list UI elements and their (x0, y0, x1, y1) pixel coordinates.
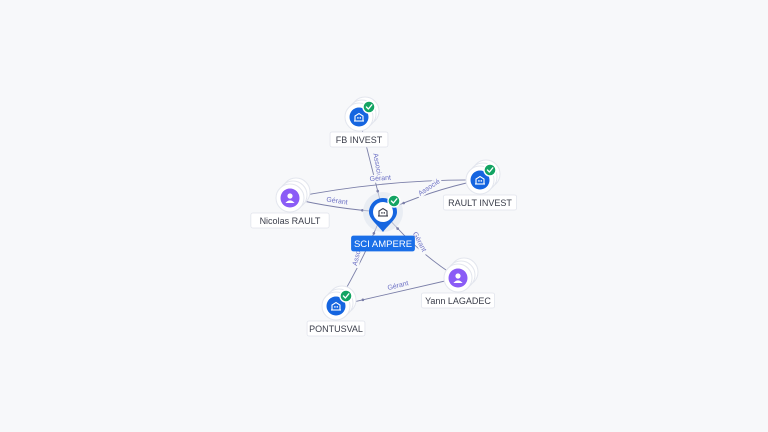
node-label-bg (351, 235, 415, 252)
edge-label-text: Gérant (326, 197, 348, 207)
node-label: Yann LAGADEC (420, 292, 495, 309)
node-label-bg (329, 131, 389, 148)
center-node-sci-ampere[interactable]: SCI AMPERE (351, 192, 415, 252)
node-pontusval[interactable]: PONTUSVAL (306, 285, 366, 337)
edge-label-text: Gérant (369, 175, 391, 183)
node-label-text: RAULT INVEST (448, 198, 512, 208)
node-label-bg (250, 212, 330, 229)
edge-arrow-marker (376, 189, 380, 193)
building-icon (378, 207, 388, 217)
node-nicolas-rault[interactable]: Nicolas RAULT (250, 177, 330, 229)
nodes-layer: FB INVEST RAULT INVEST Nicolas RAULT Yann L… (250, 96, 517, 337)
node-label-bg (442, 194, 517, 211)
verified-check-icon (339, 289, 353, 303)
node-label-bg (420, 292, 495, 309)
node-disc (470, 170, 490, 190)
edge-label-bg (322, 195, 352, 207)
node-label-text: FB INVEST (336, 135, 383, 145)
edge-arrow-marker (396, 227, 399, 230)
edge-label-bg (409, 227, 430, 257)
edge-arrow-marker (361, 208, 364, 212)
building-icon (354, 112, 364, 122)
building-icon (475, 175, 485, 185)
edge-label-bg (415, 176, 443, 199)
edge-arrow-marker (361, 298, 365, 302)
node-disc (326, 296, 346, 316)
edge-label-nicolas-to-rault-invest: Gérant (366, 173, 395, 184)
person-icon (285, 193, 295, 203)
edge-label-bg (383, 278, 413, 293)
edge-nicolas-to-rault-invest (289, 179, 481, 199)
edge-arrow-marker (372, 231, 376, 235)
node-rault-invest[interactable]: RAULT INVEST (442, 159, 517, 211)
edge-label-text: Associé (371, 153, 382, 178)
edge-arrow-marker (402, 201, 405, 205)
node-fb-invest[interactable]: FB INVEST (329, 96, 389, 148)
edge-label-fb-to-center: Associé (371, 150, 384, 180)
node-label: Nicolas RAULT (250, 212, 330, 229)
edge-label-nicolas-to-center: Gérant (322, 195, 352, 207)
node-label: RAULT INVEST (442, 194, 517, 211)
node-label-bg (306, 320, 366, 337)
person-icon (453, 273, 463, 283)
node-label: PONTUSVAL (306, 320, 366, 337)
edge-label-rault-invest-to-center: Associé (415, 176, 443, 199)
node-label: FB INVEST (329, 131, 389, 148)
node-label-text: Nicolas RAULT (260, 216, 321, 226)
edge-label-text: Gérant (387, 280, 410, 292)
verified-check-icon (483, 163, 497, 177)
edge-label-bg (371, 150, 384, 180)
verified-check-icon (362, 100, 376, 114)
edge-label-bg (366, 173, 395, 184)
node-yann-lagadec[interactable]: Yann LAGADEC (420, 257, 495, 309)
node-label-text: PONTUSVAL (309, 324, 363, 334)
edge-label-yann-to-pontusval: Gérant (383, 278, 413, 293)
node-disc (349, 107, 369, 127)
node-label: SCI AMPERE (351, 235, 415, 252)
node-label-text: Yann LAGADEC (425, 296, 491, 306)
verified-check-icon (387, 194, 401, 208)
building-icon (331, 301, 341, 311)
center-node-inner (373, 202, 393, 222)
node-label-text: SCI AMPERE (354, 239, 412, 250)
